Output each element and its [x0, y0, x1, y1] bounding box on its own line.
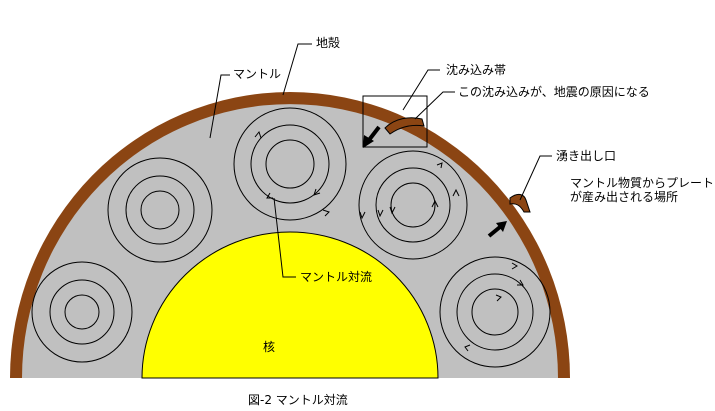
upwelling-ridge: [509, 193, 531, 213]
subduction-note-label: この沈み込みが、地震の原因になる: [458, 84, 650, 99]
convection-cell-1: [107, 157, 213, 263]
subduction-zone-label: 沈み込み帯: [446, 62, 506, 77]
plate-note-line2: が産み出される場所: [570, 189, 678, 204]
subduction-zone-box: [362, 95, 428, 148]
convection-cell-2: [233, 107, 347, 221]
crust-leader: [282, 43, 312, 96]
mantle-label: マントル: [233, 67, 281, 81]
core-label: 核: [263, 340, 275, 354]
crust-label: 地殻: [316, 36, 340, 50]
subduction-arrow: [363, 125, 381, 148]
convection-cell-5: [439, 256, 551, 368]
upwelling-label: 湧き出し口: [556, 149, 616, 163]
mantle-leader: [209, 74, 230, 139]
convection-cell-4: [31, 261, 133, 363]
figure-caption: 図-2 マントル対流: [248, 393, 348, 407]
convection-cell-3: [358, 150, 468, 260]
convection-leader: [273, 197, 296, 278]
subduction-zone-leader: [402, 69, 440, 111]
convection-label: マントル対流: [300, 270, 372, 284]
upwelling-arrow: [487, 221, 507, 238]
plate-note-line1: マントル物質からプレート: [570, 175, 714, 190]
subduction-plate: [384, 117, 425, 135]
upwelling-leader: [519, 155, 552, 201]
convection-cells: [31, 107, 551, 368]
core: [141, 231, 439, 379]
subduction-note-leader: [414, 91, 455, 120]
flow-arrowheads: [254, 130, 524, 352]
